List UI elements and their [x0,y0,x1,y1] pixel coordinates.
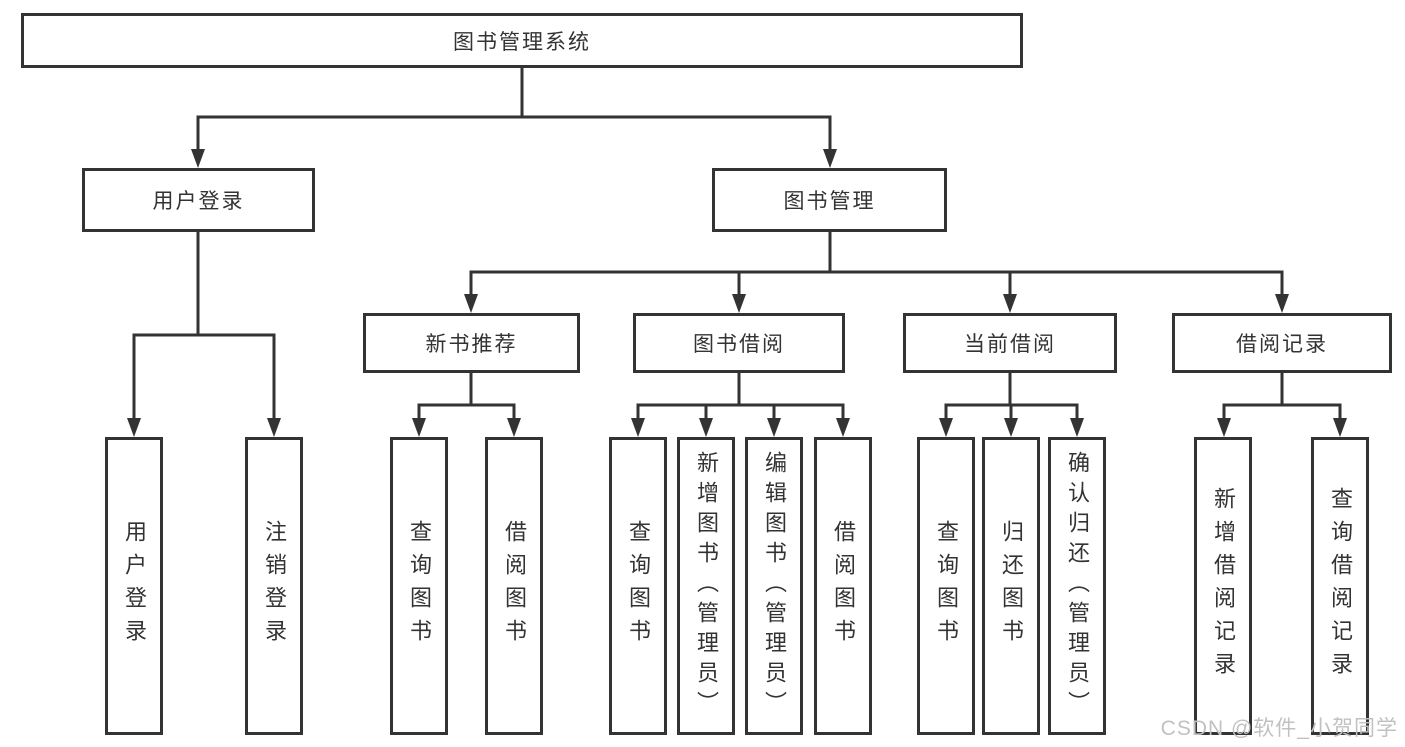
node-label: 当前借阅 [964,333,1056,356]
arrowhead [1333,418,1347,437]
leaf-return-books: 归还图书 [982,437,1040,735]
leaf-query-books-borrow: 查询图书 [609,437,667,735]
node-label: 查询图书 [934,520,959,652]
arrowhead [191,149,205,168]
csdn-watermark: CSDN @软件_小贺同学 [1160,717,1398,740]
node-borrow-record: 借阅记录 [1172,313,1392,373]
arrowhead [699,418,713,437]
node-label: 图书管理 [783,190,876,213]
node-user-login: 用户登录 [82,168,315,232]
connector-current-borrow-to-leaves [944,373,1079,421]
node-label: 新增图书（管理员） [694,451,719,721]
leaf-user-login: 用户登录 [105,437,163,735]
arrowhead [732,294,746,313]
leaf-confirm-return-admin: 确认归还（管理员） [1048,437,1106,735]
leaf-logout: 注销登录 [245,437,303,735]
node-label: 图书借阅 [693,333,785,356]
connector-user-login-to-leaves [132,232,276,421]
node-book-management: 图书管理 [712,168,947,232]
arrowhead [939,418,953,437]
node-label: 借阅记录 [1236,333,1328,356]
leaf-add-borrow-record: 新增借阅记录 [1194,437,1252,735]
node-label: 确认归还（管理员） [1065,451,1090,721]
connector-book-mgmt-to-level3 [469,232,1284,297]
node-root-library-system: 图书管理系统 [21,13,1023,68]
arrowhead [127,418,141,437]
arrowhead [1070,418,1084,437]
leaf-borrow-books-recommend: 借阅图书 [485,437,543,735]
arrowhead [1003,294,1017,313]
leaf-edit-books-admin: 编辑图书（管理员） [745,437,803,735]
arrowhead [412,418,426,437]
arrowhead [823,149,837,168]
node-label: 借阅图书 [502,520,527,652]
node-label: 新书推荐 [425,333,518,356]
arrowhead [836,418,850,437]
node-label: 借阅图书 [831,520,856,652]
connector-borrow-record-to-leaves [1222,373,1342,421]
leaf-query-books-recommend: 查询图书 [390,437,448,735]
arrowhead [631,418,645,437]
arrowhead [464,294,478,313]
node-label: 图书管理系统 [453,30,591,54]
node-new-book-recommend: 新书推荐 [363,313,580,373]
arrowhead [267,418,281,437]
connector-new-book-rec-to-leaves [417,373,516,421]
node-label: 用户登录 [152,190,245,213]
node-current-borrow: 当前借阅 [903,313,1117,373]
arrowhead [1275,294,1289,313]
leaf-borrow-books: 借阅图书 [814,437,872,735]
node-book-borrow: 图书借阅 [633,313,845,373]
connector-root-to-level2 [196,68,832,152]
node-label: 注销登录 [262,520,287,652]
node-label: 查询借阅记录 [1328,487,1353,685]
node-label: 新增借阅记录 [1211,487,1236,685]
node-label: 编辑图书（管理员） [762,451,787,721]
arrowhead [1004,418,1018,437]
arrowhead [767,418,781,437]
leaf-query-books-current: 查询图书 [917,437,975,735]
node-label: 归还图书 [999,520,1024,652]
node-label: 查询图书 [407,520,432,652]
node-label: 查询图书 [626,520,651,652]
leaf-add-books-admin: 新增图书（管理员） [677,437,735,735]
connector-book-borrow-to-leaves [636,373,845,421]
node-label: 用户登录 [122,520,147,652]
leaf-query-borrow-record: 查询借阅记录 [1311,437,1369,735]
arrowhead [1217,418,1231,437]
arrowhead [507,418,521,437]
